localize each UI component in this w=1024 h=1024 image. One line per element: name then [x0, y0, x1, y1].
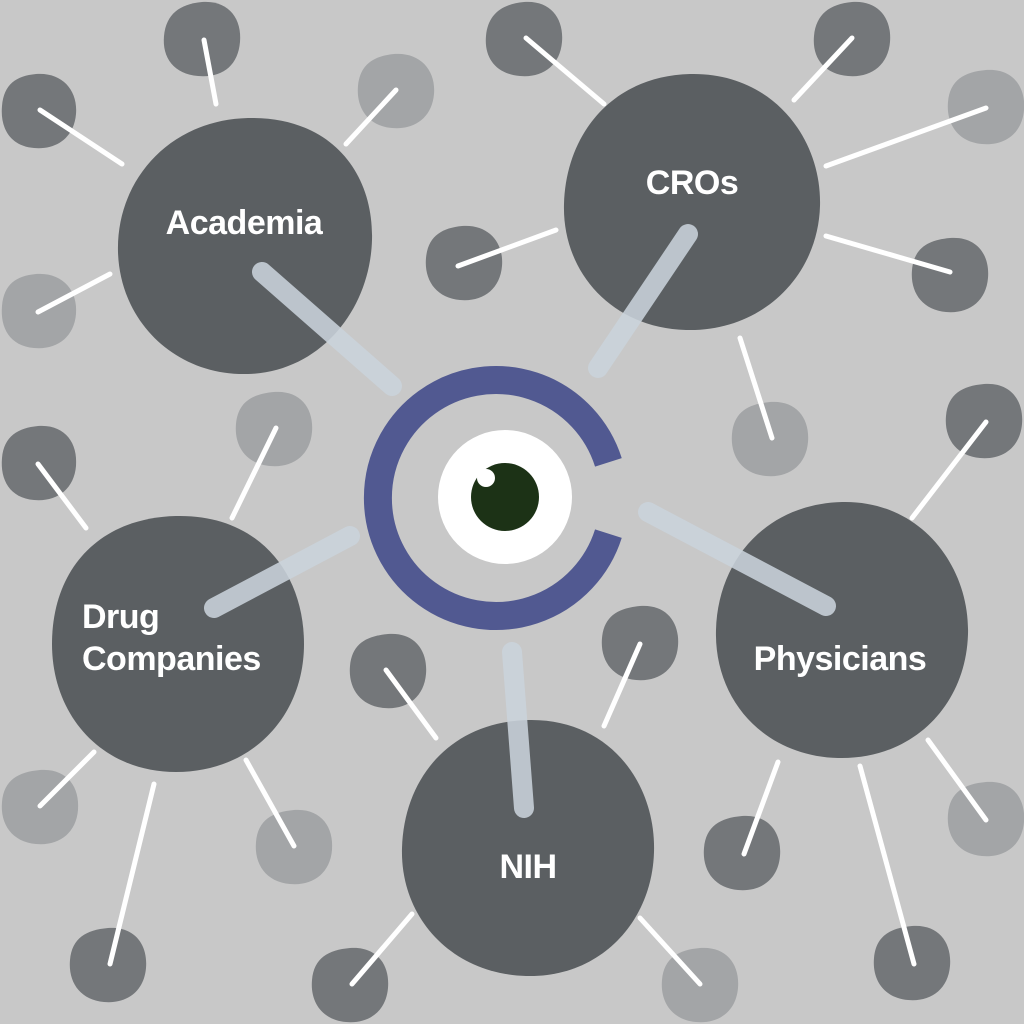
node-physicians-shape: [715, 501, 969, 759]
node-label-drug-companies: Drug Companies: [82, 598, 261, 678]
spoke-line: [823, 233, 953, 275]
spoke-line: [37, 107, 125, 167]
center-logo: [363, 366, 622, 630]
spoke-line: [37, 749, 97, 809]
spoke-line: [201, 37, 219, 107]
node-label-academia: Academia: [166, 204, 324, 242]
spoke-line: [909, 419, 989, 521]
spoke-line: [343, 87, 399, 147]
spoke-line: [857, 763, 917, 967]
spoke-line: [823, 105, 989, 169]
spoke-line: [243, 757, 297, 849]
node-label-line: Companies: [82, 640, 261, 678]
label-layer: Academia CROs Drug Companies Physicians …: [82, 164, 927, 886]
node-label-nih: NIH: [499, 848, 556, 886]
connector-academia: [252, 262, 402, 396]
node-label-physicians: Physicians: [754, 640, 927, 678]
node-drug-companies-shape: [52, 515, 304, 772]
spoke-line: [349, 911, 415, 987]
spoke-line: [601, 641, 643, 729]
connector-physicians: [638, 502, 836, 616]
spoke-line: [925, 737, 989, 823]
spoke-line: [383, 667, 439, 741]
node-cros-shape: [563, 73, 821, 331]
spoke-line: [35, 461, 89, 531]
spoke-layer: [35, 35, 989, 987]
connector-drug-companies: [204, 526, 360, 618]
main-node-layer: [52, 73, 969, 977]
spoke-line: [741, 759, 781, 857]
center-connector-layer: [204, 224, 836, 818]
connector-nih: [502, 642, 534, 818]
connector-cros: [588, 224, 698, 378]
spoke-line: [637, 915, 703, 987]
node-label-line: Drug: [82, 598, 159, 636]
node-label-cros: CROs: [646, 164, 738, 202]
spoke-line: [791, 35, 855, 103]
spoke-line: [229, 425, 279, 521]
spoke-line: [523, 35, 607, 107]
spoke-line: [35, 271, 113, 315]
spoke-line: [107, 781, 157, 967]
logo-c-ring: [363, 366, 622, 630]
spoke-line: [737, 335, 775, 441]
satellite-node: [911, 237, 989, 313]
logo-pupil-highlight: [477, 469, 495, 487]
spoke-line: [455, 227, 559, 269]
node-nih-shape: [401, 719, 655, 977]
